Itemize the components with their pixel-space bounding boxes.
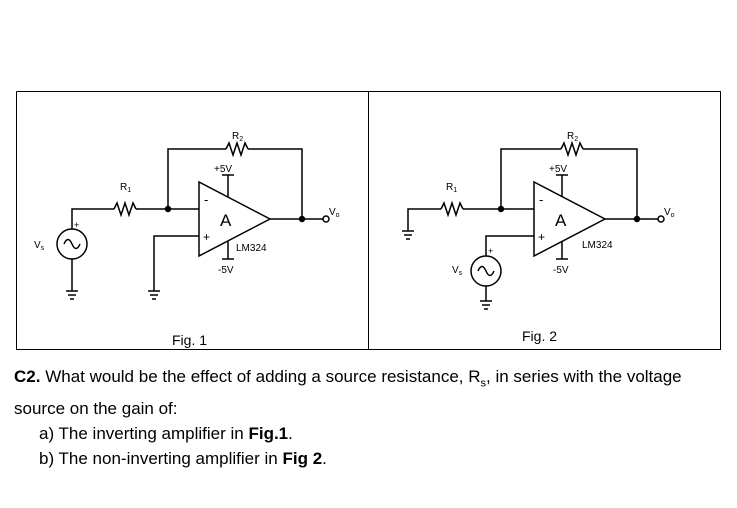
part-a-text: The inverting amplifier in — [54, 424, 249, 444]
fig1-wire-feedback-right — [248, 148, 303, 219]
fig2-vo-label: Vo — [664, 207, 675, 219]
fig1-resistor-r1 — [113, 200, 137, 218]
question-text-2: , in series with the voltage source on t… — [14, 367, 682, 419]
fig2-chip-label: LM324 — [582, 240, 613, 251]
fig2-resistor-r1 — [440, 200, 464, 218]
fig1-vs-label: Vs — [34, 240, 45, 252]
fig2-source-sine — [477, 265, 495, 277]
part-b-ref: Fig 2 — [282, 449, 323, 469]
fig1-inv-sign: - — [204, 192, 208, 207]
fig1-plus5-label: +5V — [214, 164, 232, 175]
part-b-text: The non-inverting amplifier in — [54, 449, 283, 469]
part-a-end: . — [288, 424, 293, 444]
fig1-opamp-label: A — [220, 211, 232, 230]
fig2-opamp-triangle — [533, 180, 607, 258]
fig2-vs-label: Vs — [452, 265, 463, 277]
fig2-r1-label: R1 — [446, 182, 457, 194]
fig1-vo-label: Vo — [329, 207, 340, 219]
fig1-output-terminal — [322, 215, 330, 223]
fig2-wire-ground-r1 — [407, 208, 441, 231]
fig2-plus5-label: +5V — [549, 164, 567, 175]
fig1-opamp-triangle — [198, 180, 272, 258]
fig1-source-sine — [63, 238, 81, 250]
part-a-ref: Fig.1 — [248, 424, 289, 444]
question-label: C2. — [14, 367, 41, 386]
fig2-ground-left-icon — [402, 230, 414, 240]
fig2-caption: Fig. 2 — [522, 328, 557, 344]
fig2-inv-sign: - — [539, 192, 543, 207]
fig2-source-plus: + — [488, 246, 493, 256]
fig2-wire-feedback-right — [583, 148, 638, 219]
fig2-output-terminal — [657, 215, 665, 223]
fig1-noninv-sign: + — [203, 230, 210, 244]
rs-subscript: s — [480, 377, 487, 390]
fig2-r2-label: R2 — [567, 131, 578, 143]
fig1-r2-label: R2 — [232, 131, 243, 143]
fig1-resistor-r2 — [225, 140, 249, 158]
fig2-opamp-label: A — [555, 211, 567, 230]
fig1-source-plus: + — [74, 220, 79, 230]
question-text-1: What would be the effect of adding a sou… — [40, 367, 481, 386]
part-b-prefix: b) — [39, 449, 55, 469]
part-a-prefix: a) — [39, 424, 55, 444]
fig1-r1-label: R1 — [120, 182, 131, 194]
fig2-junction-inv — [497, 205, 505, 213]
question-part-a: a) The inverting amplifier in Fig.1. — [14, 421, 729, 446]
fig1-minus5-label: -5V — [218, 265, 234, 276]
fig1-chip-label: LM324 — [236, 243, 267, 254]
fig2-resistor-r2 — [560, 140, 584, 158]
fig2-wire-feedback-left — [500, 148, 561, 209]
fig2-minus5-label: -5V — [553, 265, 569, 276]
question-part-b: b) The non-inverting amplifier in Fig 2. — [14, 446, 729, 471]
fig1-wire-feedback-left — [167, 148, 226, 209]
fig1-junction-inv — [164, 205, 172, 213]
fig2-circuit — [407, 140, 665, 301]
table-border — [16, 91, 721, 350]
question-block: C2. What would be the effect of adding a… — [14, 364, 729, 471]
fig1-caption: Fig. 1 — [172, 332, 207, 348]
fig1-wire-noninv — [153, 235, 199, 291]
fig2-wire-noninv — [485, 235, 534, 256]
question-stem: C2. What would be the effect of adding a… — [14, 364, 729, 421]
part-b-end: . — [322, 449, 327, 469]
fig2-ground-source-icon — [480, 300, 492, 310]
figure-table: R2 R1 +5V -5V A LM324 - + + Vs Vo Fig. 1 — [16, 91, 721, 350]
fig1-circuit — [56, 140, 330, 291]
fig2-noninv-sign: + — [538, 230, 545, 244]
fig1-ground-source-icon — [66, 290, 78, 300]
fig1-ground-noninv-icon — [148, 290, 160, 300]
fig1-wire-source-top — [71, 208, 114, 229]
